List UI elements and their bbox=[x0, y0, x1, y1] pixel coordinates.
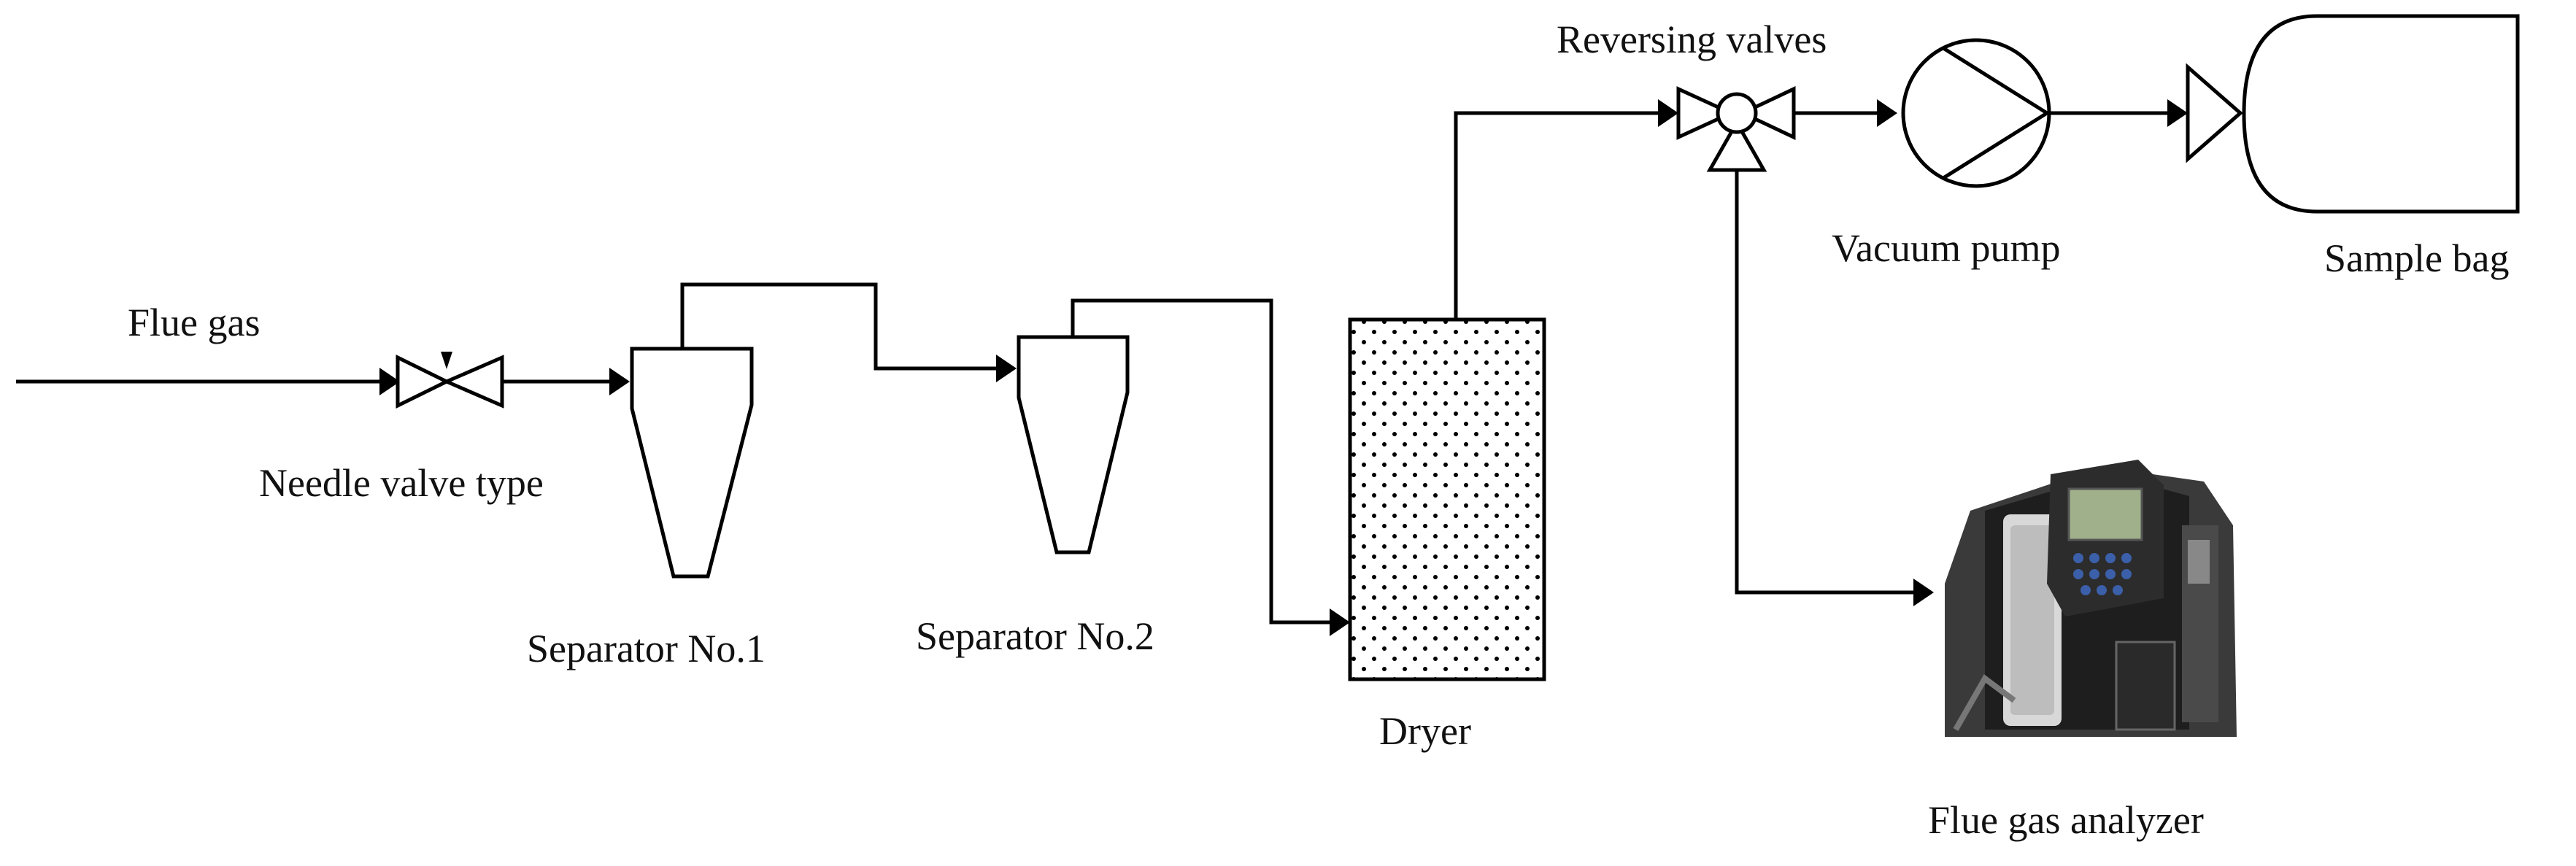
label-needle-valve: Needle valve type bbox=[259, 461, 544, 505]
label-vacuum-pump: Vacuum pump bbox=[1832, 226, 2060, 270]
sample-bag-icon bbox=[2186, 14, 2520, 214]
flue-gas-analyzer-image bbox=[1945, 460, 2237, 737]
separator-2-icon bbox=[1017, 335, 1130, 554]
labels: Flue gas Needle valve type Separator No.… bbox=[128, 18, 2509, 842]
pipe-reversing-to-analyzer bbox=[1735, 169, 1916, 595]
label-flue-gas-analyzer: Flue gas analyzer bbox=[1928, 798, 2204, 842]
arrow-into-dryer bbox=[1330, 608, 1350, 636]
vacuum-pump-icon bbox=[1901, 38, 2051, 188]
analyzer-screen bbox=[2067, 487, 2143, 541]
arrow-into-analyzer bbox=[1913, 579, 1934, 606]
pipes bbox=[16, 111, 2171, 625]
arrow-into-separator-2 bbox=[996, 355, 1017, 382]
dryer-icon bbox=[1348, 317, 1546, 681]
pipe-sep1-to-sep2 bbox=[680, 282, 1000, 371]
arrow-into-valve bbox=[379, 368, 400, 395]
needle-valve-icon bbox=[396, 352, 504, 409]
arrow-into-pump bbox=[1877, 99, 1897, 127]
label-sample-bag: Sample bag bbox=[2324, 236, 2509, 280]
arrow-into-bag bbox=[2167, 99, 2188, 127]
analyzer-keypad bbox=[2073, 553, 2132, 595]
arrow-into-separator-1 bbox=[609, 368, 630, 395]
label-dryer: Dryer bbox=[1379, 709, 1471, 753]
pipe-sep2-to-dryer bbox=[1071, 298, 1335, 625]
label-separator-2: Separator No.2 bbox=[916, 614, 1154, 658]
label-flue-gas: Flue gas bbox=[128, 301, 261, 344]
arrow-into-reversing bbox=[1658, 99, 1678, 127]
separator-1-icon bbox=[630, 347, 754, 579]
reversing-valve-icon bbox=[1676, 86, 1796, 172]
pipe-dryer-to-reversing bbox=[1454, 111, 1660, 320]
flow-arrows bbox=[379, 99, 2188, 636]
label-reversing-valves: Reversing valves bbox=[1557, 18, 1827, 61]
label-separator-1: Separator No.1 bbox=[527, 627, 766, 670]
